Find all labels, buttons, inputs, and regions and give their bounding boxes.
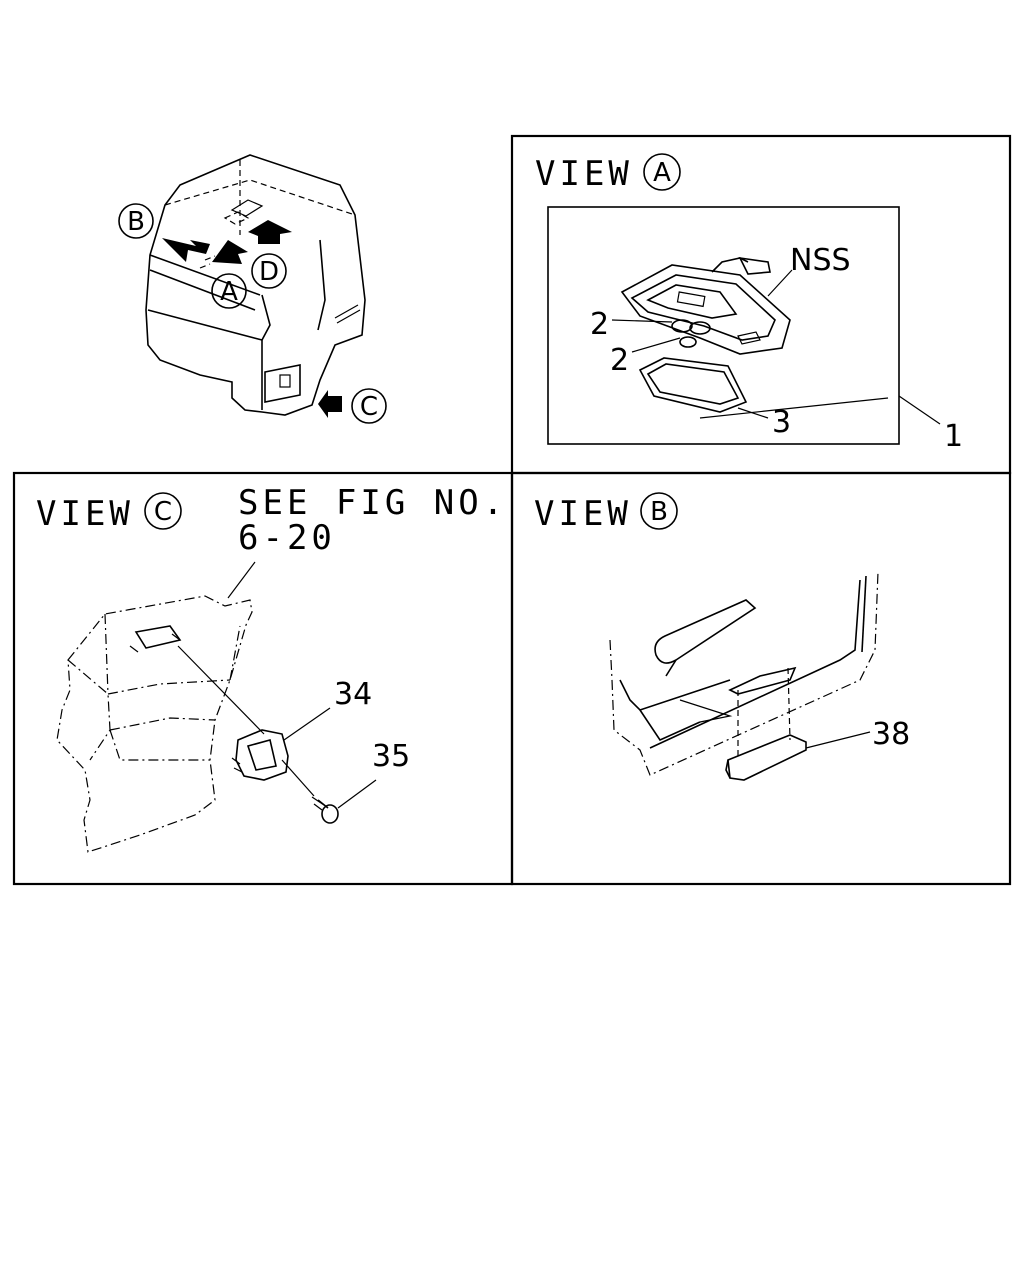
- part-label-nss: NSS: [790, 243, 851, 278]
- view-b-title: VIEW B: [534, 492, 678, 534]
- view-a-leaders: [611, 269, 941, 425]
- callout-d-overview: D: [251, 253, 287, 289]
- panel-frames: [12, 134, 1012, 886]
- svg-text:B: B: [127, 207, 145, 237]
- svg-text:A: A: [653, 158, 671, 188]
- svg-text:B: B: [650, 497, 668, 527]
- svg-text:VIEW: VIEW: [535, 154, 633, 194]
- see-fig-line2: 6-20: [238, 518, 336, 558]
- door-sill-drawing: [609, 571, 879, 776]
- svg-text:A: A: [220, 277, 238, 307]
- callout-a-overview: A: [211, 273, 247, 309]
- cab-overview-drawing: [145, 154, 366, 418]
- view-a-title: VIEW A: [535, 153, 681, 194]
- quarter-panel-drawing: [56, 561, 265, 853]
- svg-text:C: C: [360, 392, 378, 422]
- part-label-3: 3: [772, 405, 791, 440]
- svg-text:D: D: [259, 257, 279, 287]
- part-label-38: 38: [872, 717, 910, 752]
- part-label-34: 34: [334, 677, 372, 712]
- part-label-35: 35: [372, 739, 410, 774]
- view-a-inner-frame: [547, 206, 900, 445]
- courtesy-lamp-38-drawing: [725, 731, 871, 781]
- courtesy-lamp-34-drawing: [231, 707, 331, 797]
- overhead-console-drawing: [620, 256, 889, 419]
- svg-text:C: C: [154, 497, 172, 527]
- svg-text:VIEW: VIEW: [36, 494, 134, 534]
- view-c-title: VIEW C: [36, 492, 182, 534]
- callout-b-overview: B: [118, 203, 154, 239]
- see-fig-line1: SEE FIG NO.: [238, 483, 507, 523]
- part-label-2-lower: 2: [610, 343, 629, 378]
- part-label-2-upper: 2: [590, 307, 609, 342]
- screw-35-drawing: [311, 779, 377, 824]
- svg-text:VIEW: VIEW: [534, 494, 632, 534]
- callout-c-overview: C: [351, 388, 387, 424]
- part-label-1: 1: [944, 419, 963, 454]
